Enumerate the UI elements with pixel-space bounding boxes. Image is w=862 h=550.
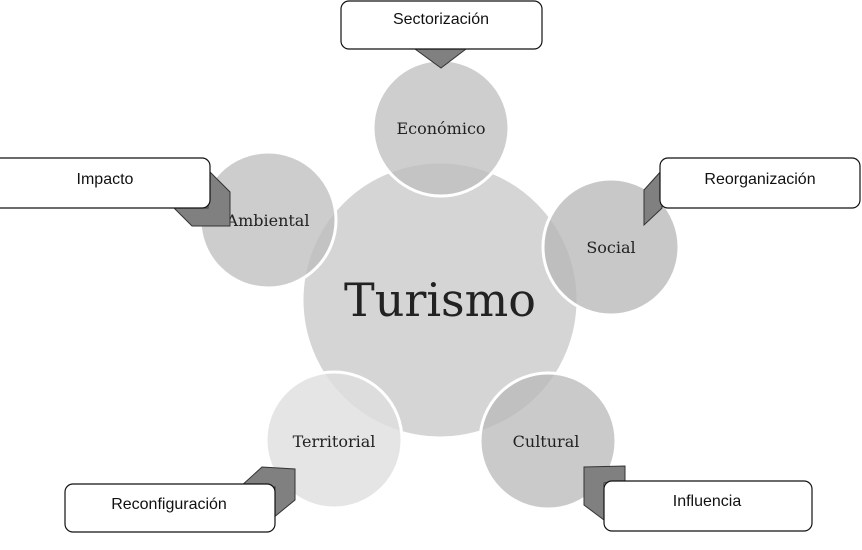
arrow-reconfiguracion-icon: [238, 466, 296, 520]
label-economico: Económico: [396, 119, 485, 138]
center-label: Turismo: [344, 273, 536, 327]
box-influencia: [603, 480, 813, 532]
note-impacto: Impacto: [77, 171, 134, 188]
label-ambiental: Ambiental: [226, 211, 310, 230]
note-sectorizacion: Sectorización: [393, 11, 489, 28]
label-social: Social: [586, 238, 635, 257]
box-reconfiguracion: [64, 483, 276, 533]
label-cultural: Cultural: [513, 432, 580, 451]
arrow-impacto-icon: [172, 168, 231, 227]
circle-territorial: [264, 370, 404, 510]
circle-cultural: [478, 371, 618, 511]
box-impacto: [0, 157, 211, 209]
arrow-influencia-icon: [583, 465, 626, 521]
box-reorganizacion: [659, 157, 861, 209]
box-sectorizacion: [340, 0, 543, 50]
note-reorganizacion: Reorganización: [704, 171, 815, 188]
note-influencia: Influencia: [673, 493, 742, 510]
label-territorial: Territorial: [293, 432, 376, 451]
note-reconfiguracion: Reconfiguración: [111, 496, 227, 513]
